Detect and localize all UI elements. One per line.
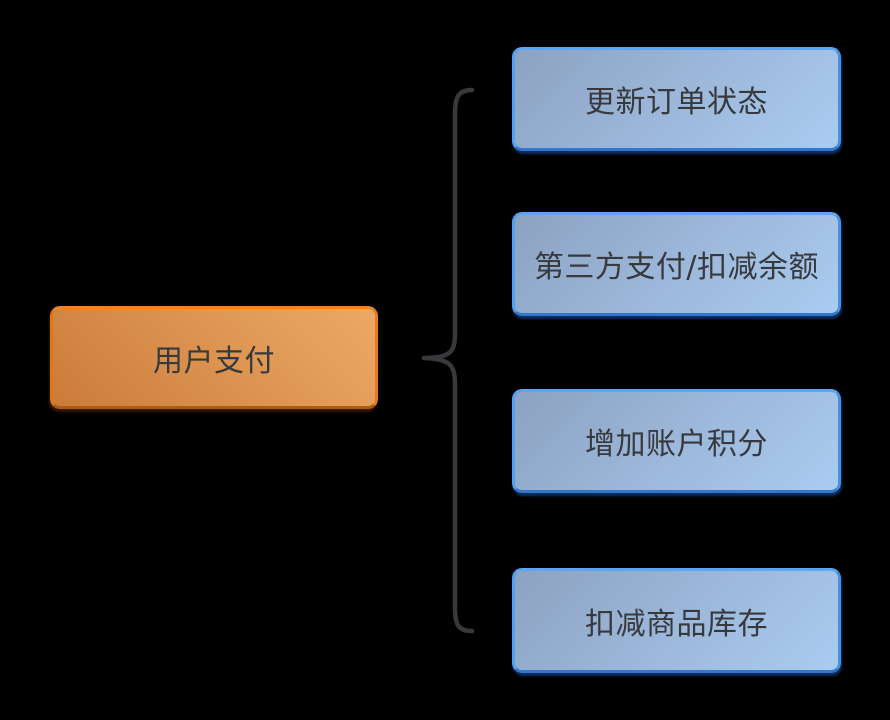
node-deduct-product-inventory-label: 扣减商品库存 bbox=[585, 606, 768, 642]
curly-brace-connector bbox=[421, 87, 475, 634]
node-user-payment: 用户支付 bbox=[50, 306, 378, 409]
node-deduct-product-inventory: 扣减商品库存 bbox=[512, 568, 841, 673]
node-update-order-status: 更新订单状态 bbox=[512, 47, 841, 151]
node-third-party-payment-deduct-balance: 第三方支付/扣减余额 bbox=[512, 212, 841, 316]
node-increase-account-points-label: 增加账户积分 bbox=[585, 427, 768, 462]
node-third-party-payment-deduct-balance-label: 第三方支付/扣减余额 bbox=[533, 250, 820, 285]
node-increase-account-points: 增加账户积分 bbox=[512, 389, 841, 493]
node-user-payment-label: 用户支付 bbox=[153, 343, 275, 379]
curly-brace-path bbox=[421, 87, 475, 634]
node-update-order-status-label: 更新订单状态 bbox=[585, 85, 768, 120]
